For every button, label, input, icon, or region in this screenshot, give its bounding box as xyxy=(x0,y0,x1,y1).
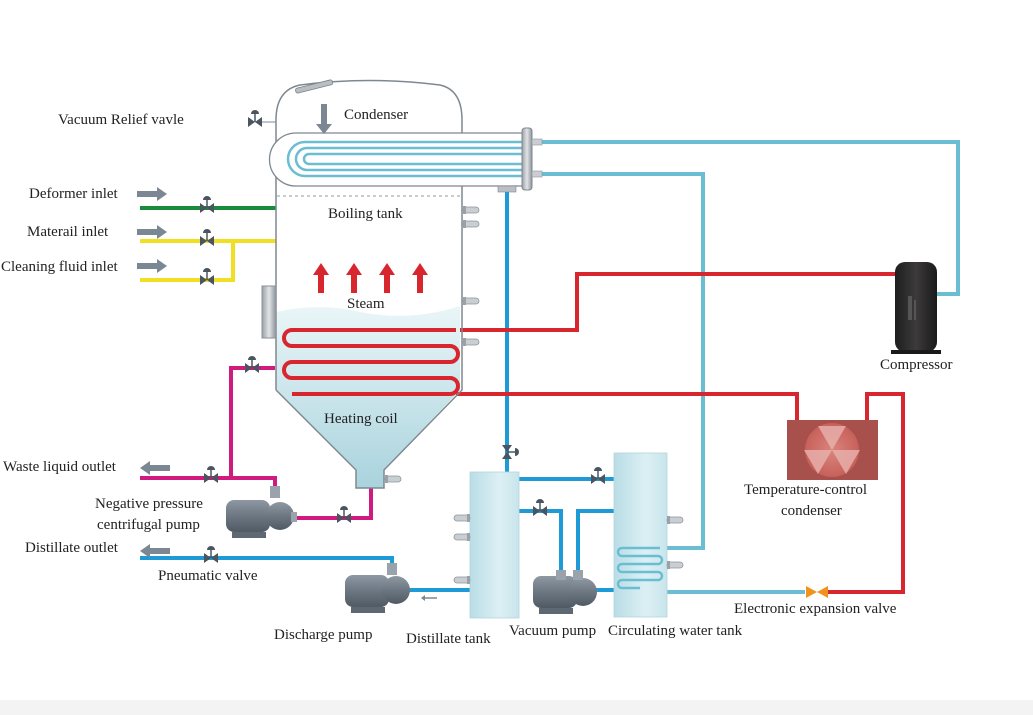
arrow-up-icon xyxy=(412,263,428,293)
circ-inlet-valve-icon xyxy=(590,466,606,485)
liquid-fill xyxy=(276,306,460,488)
label-compressor: Compressor xyxy=(880,357,953,373)
label-deformer-inlet: Deformer inlet xyxy=(29,186,118,202)
cooling-coil xyxy=(616,546,664,590)
label-negative-pressure-pump-2: centrifugal pump xyxy=(97,517,200,533)
vacuum-valve-icon xyxy=(532,498,548,517)
label-vacuum-relief-valve: Vacuum Relief vavle xyxy=(58,112,184,128)
negative-pressure-pump[interactable] xyxy=(226,486,297,538)
pipe-tank-to-waste xyxy=(229,366,275,478)
label-discharge-pump: Discharge pump xyxy=(274,627,373,643)
temp-control-condenser[interactable] xyxy=(787,420,878,480)
pipe-cone-to-pump xyxy=(295,488,373,520)
label-distillate-outlet: Distillate outlet xyxy=(25,540,118,556)
label-temp-control-condenser-1: Temperature-control xyxy=(744,482,868,498)
pipe-condenser-to-compressor xyxy=(542,140,960,296)
pipe-distillate-vacuum-b xyxy=(576,509,614,577)
arrow-up-icon xyxy=(379,263,395,293)
arrow-up-icon xyxy=(346,263,362,293)
label-heating-coil: Heating coil xyxy=(324,411,398,427)
distillate-tank xyxy=(453,471,520,619)
label-temp-control-condenser-2: condenser xyxy=(781,503,842,519)
refrigerant-pipes xyxy=(456,272,905,594)
label-material-inlet: Materail inlet xyxy=(27,224,109,240)
pneumatic-valve-icon xyxy=(203,545,219,564)
arrow-right-icon xyxy=(137,259,167,273)
steam-arrows xyxy=(313,263,428,293)
waste-pipes xyxy=(140,366,373,520)
discharge-pump[interactable] xyxy=(345,563,410,613)
pipe-cleaning xyxy=(140,241,235,282)
label-steam: Steam xyxy=(347,296,385,312)
vacuum-relief-valve[interactable] xyxy=(247,109,276,128)
label-circulating-water-tank: Circulating water tank xyxy=(608,623,743,639)
condenser-flange xyxy=(521,127,533,191)
cone-valve-icon xyxy=(336,505,352,524)
pipe-coil-to-condenser xyxy=(456,392,799,420)
side-manway xyxy=(261,285,277,339)
label-electronic-expansion-valve: Electronic expansion valve xyxy=(734,601,897,617)
label-pneumatic-valve: Pneumatic valve xyxy=(158,568,258,584)
pipe-coil-to-compressor xyxy=(456,272,895,332)
waste-tank-valve-icon xyxy=(244,355,260,374)
deformer-valve-icon xyxy=(199,195,215,214)
inlet-arrows xyxy=(137,187,170,558)
condensate-valve-icon xyxy=(501,444,520,460)
label-cleaning-fluid-inlet: Cleaning fluid inlet xyxy=(1,259,118,275)
condenser xyxy=(268,104,543,193)
bottom-strip xyxy=(0,700,1033,715)
condensate-arrow-icon xyxy=(316,104,332,134)
label-waste-liquid-outlet: Waste liquid outlet xyxy=(3,459,116,475)
electronic-expansion-valve[interactable] xyxy=(806,586,828,598)
label-negative-pressure-pump-1: Negative pressure xyxy=(95,496,203,512)
arrow-left-icon xyxy=(140,461,170,475)
arrow-up-icon xyxy=(313,263,329,293)
label-condenser: Condenser xyxy=(344,107,409,123)
label-vacuum-pump: Vacuum pump xyxy=(509,623,597,639)
top-hatch xyxy=(295,79,334,94)
pipe-waste-outlet xyxy=(140,476,277,488)
cleaning-valve-icon xyxy=(199,267,215,286)
label-boiling-tank: Boiling tank xyxy=(328,206,403,222)
compressor[interactable] xyxy=(891,262,941,354)
pipe-condenser-to-expansion xyxy=(828,392,905,594)
arrow-right-icon xyxy=(137,225,167,239)
label-distillate-tank: Distillate tank xyxy=(406,631,491,647)
waste-outlet-valve-icon xyxy=(203,465,219,484)
boiling-tank-vessel xyxy=(261,79,480,489)
cooling-water-pipes xyxy=(542,140,960,594)
arrow-right-icon xyxy=(137,187,167,201)
heating-coil xyxy=(282,328,460,396)
vacuum-pump[interactable] xyxy=(533,570,597,614)
pipe-condenser-to-coil xyxy=(542,172,705,550)
pipe-distillate-vacuum-a xyxy=(519,509,563,577)
material-valve-icon xyxy=(199,228,215,247)
arrow-left-icon xyxy=(140,544,170,558)
circulating-water-tank xyxy=(613,452,684,618)
